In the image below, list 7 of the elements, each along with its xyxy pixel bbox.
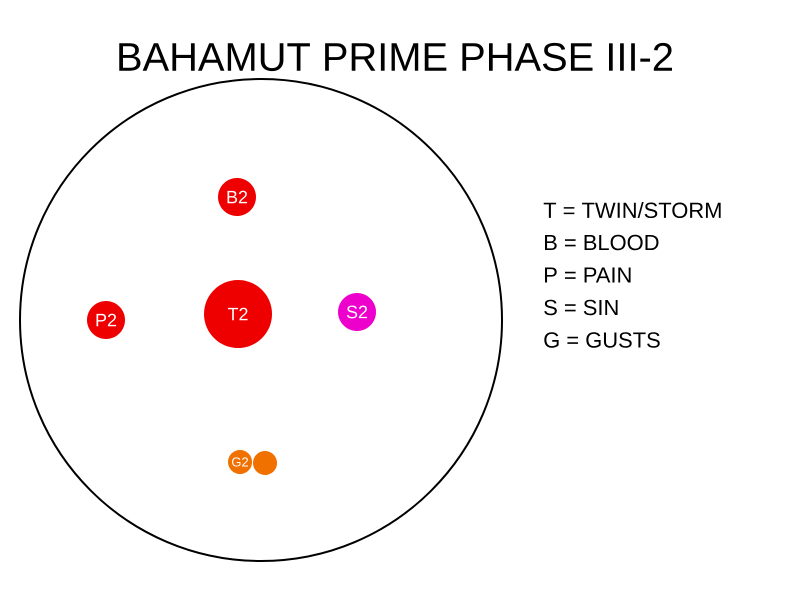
legend-text: P = PAIN bbox=[545, 267, 631, 283]
legend-text: T = TWIN/STORM bbox=[544, 202, 721, 218]
legend-text: G = GUSTS bbox=[544, 332, 660, 348]
legend-text: S = SIN bbox=[544, 300, 618, 316]
legend-text: B = BLOOD bbox=[545, 234, 658, 250]
marker-circle bbox=[253, 451, 277, 475]
title: BAHAMUT PRIME PHASE III-2 bbox=[119, 42, 672, 72]
